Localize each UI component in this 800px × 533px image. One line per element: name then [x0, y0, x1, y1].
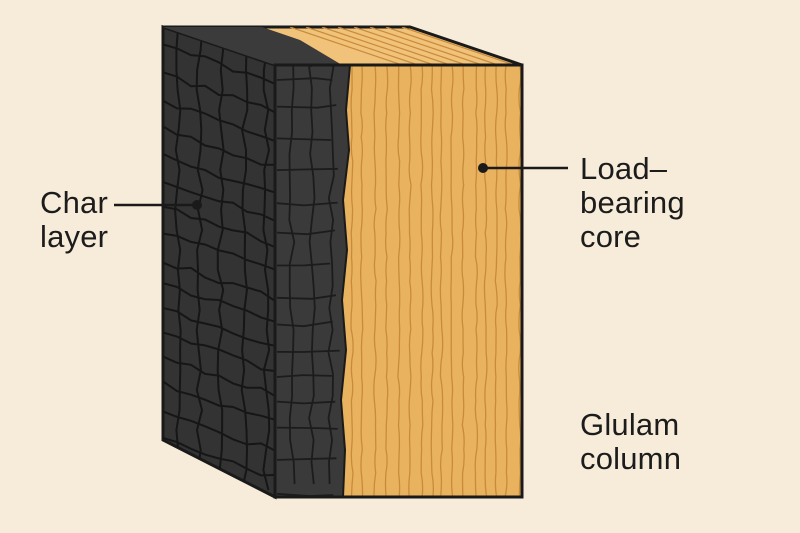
char-layer-label-line2: layer — [40, 219, 109, 254]
glulam-column-label-line1: Glulam — [580, 407, 680, 442]
char-side-face — [161, 24, 277, 500]
char-layer-label-line1: Char — [40, 185, 108, 220]
glulam-column-label-line2: column — [580, 441, 682, 476]
load-bearing-core-label-line3: core — [580, 219, 642, 254]
load-bearing-core-label-line2: bearing — [580, 185, 685, 220]
char-layer-label: Char layer — [40, 186, 108, 254]
leader-load-bearing-core — [478, 163, 568, 173]
leader-char-layer — [114, 200, 202, 210]
load-bearing-core-label-line1: Load– — [580, 151, 668, 186]
load-bearing-core-label: Load– bearing core — [580, 152, 685, 254]
front-face — [273, 63, 524, 499]
glulam-column-label: Glulam column — [580, 408, 681, 476]
